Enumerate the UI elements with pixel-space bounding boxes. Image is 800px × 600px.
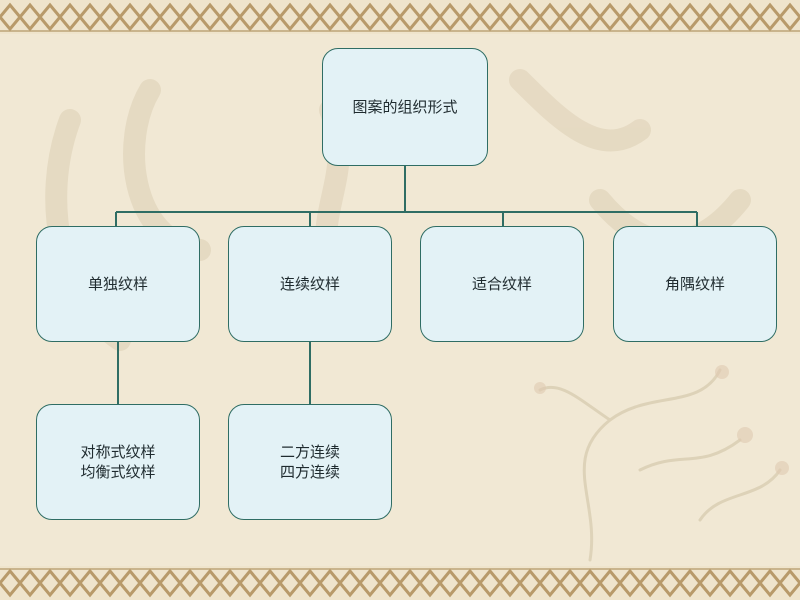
child-node-2-label: 连续纹样 [279,275,340,293]
child-node-1: 单独纹样 [36,226,200,342]
root-node: 图案的组织形式 [322,48,488,166]
sub-node-1-line-2: 均衡式纹样 [80,463,156,481]
sub-node-2: 二方连续 四方连续 [228,404,392,520]
sub-node-2-line-1: 二方连续 [279,443,340,461]
bottom-decorative-border [0,566,800,600]
sub-node-2-line-2: 四方连续 [279,463,340,481]
top-decorative-border [0,0,800,34]
child-node-1-label: 单独纹样 [87,275,148,293]
child-node-4-label: 角隅纹样 [664,275,725,293]
root-node-label: 图案的组织形式 [352,98,458,116]
child-node-4: 角隅纹样 [613,226,777,342]
child-node-3-label: 适合纹样 [471,275,532,293]
child-node-3: 适合纹样 [420,226,584,342]
child-node-2: 连续纹样 [228,226,392,342]
sub-node-1: 对称式纹样 均衡式纹样 [36,404,200,520]
sub-node-1-line-1: 对称式纹样 [80,443,156,461]
